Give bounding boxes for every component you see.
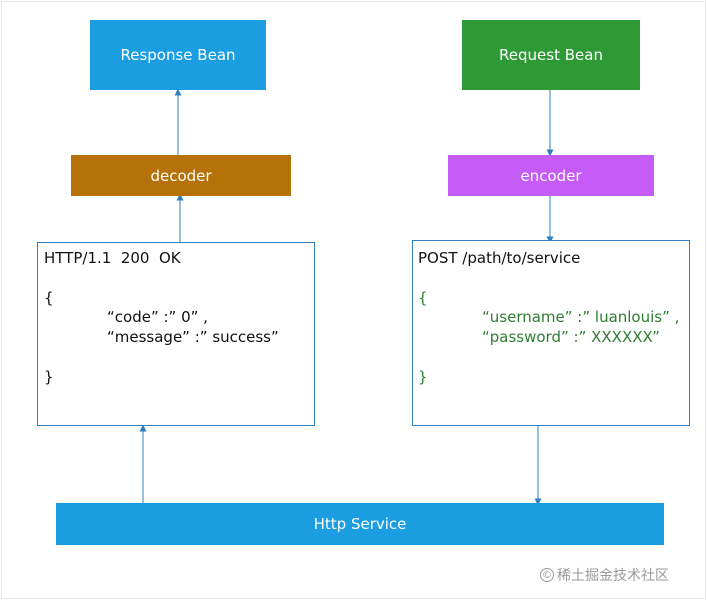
- decoder-label: decoder: [150, 166, 212, 185]
- request-password-line: “password” :” XXXXXX”: [482, 328, 660, 346]
- response-bean-box: Response Bean: [90, 20, 266, 90]
- watermark: © 稀土掘金技术社区: [540, 565, 669, 585]
- response-status-line: HTTP/1.1 200 OK: [44, 249, 181, 267]
- request-bean-label: Request Bean: [499, 46, 603, 64]
- decoder-box: decoder: [71, 155, 291, 196]
- response-close-brace: }: [44, 368, 54, 386]
- http-response-message: HTTP/1.1 200 OK { “code” :” 0” , “messag…: [37, 242, 315, 426]
- encoder-box: encoder: [448, 155, 654, 196]
- http-request-message: POST /path/to/service { “username” :” lu…: [412, 240, 690, 426]
- request-close-brace: }: [418, 368, 428, 386]
- request-line: POST /path/to/service: [418, 249, 581, 267]
- request-username-line: “username” :” luanlouis” ,: [482, 308, 680, 326]
- response-bean-label: Response Bean: [120, 46, 236, 64]
- response-code-line: “code” :” 0” ,: [107, 308, 208, 326]
- watermark-text: 稀土掘金技术社区: [557, 568, 669, 584]
- request-open-brace: {: [418, 289, 428, 307]
- response-message-line: “message” :” success”: [107, 328, 279, 346]
- http-service-box: Http Service: [56, 503, 664, 545]
- response-open-brace: {: [44, 289, 54, 307]
- request-bean-box: Request Bean: [462, 20, 640, 90]
- http-service-label: Http Service: [313, 515, 407, 533]
- watermark-logo-icon: ©: [540, 568, 554, 582]
- encoder-label: encoder: [520, 166, 582, 185]
